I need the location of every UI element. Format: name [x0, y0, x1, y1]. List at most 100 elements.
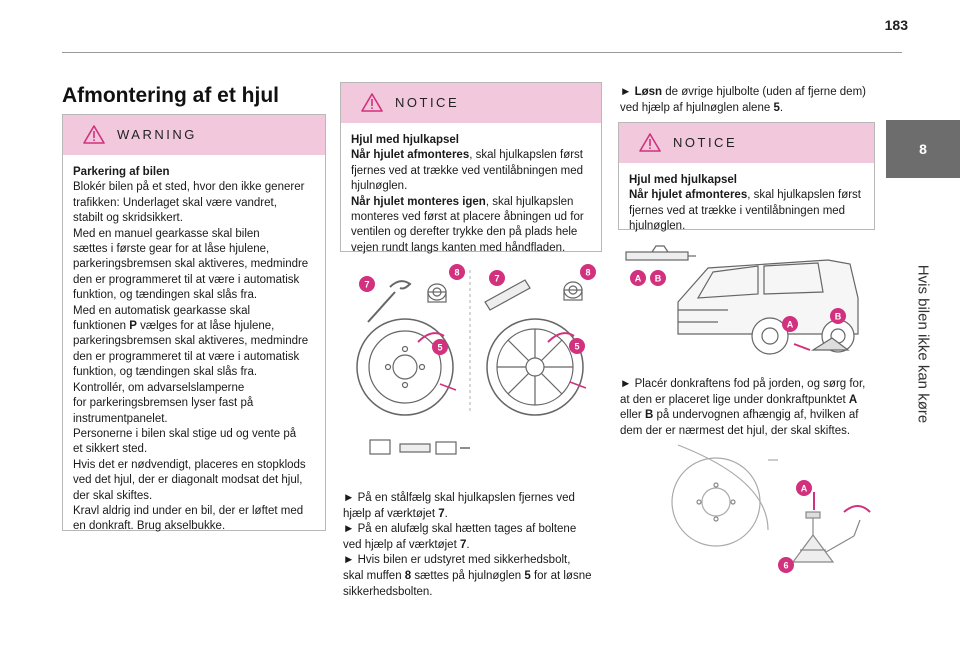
text-segment: for at løsne	[530, 569, 592, 582]
text-segment: skal muffen	[343, 569, 405, 582]
middle-instructions: ► På en stålfælg skal hjulkapslen fjerne…	[343, 491, 605, 600]
text-line: den er programmeret til at være i automa…	[73, 350, 315, 365]
right-mid-instructions: ► Placér donkraftens fod på jorden, og s…	[620, 377, 882, 439]
text-line: et sikkert sted.	[73, 442, 315, 457]
page-number: 183	[884, 17, 908, 33]
text-line: at den er placeret lige under donkraftpu…	[620, 393, 882, 409]
text-line: skal muffen 8 sættes på hjulnøglen 5 for…	[343, 569, 605, 585]
text-segment: , skal hjulkapslen	[485, 195, 574, 208]
text-line: ved det hjul, der er diagonalt modsat de…	[73, 473, 315, 488]
section-heading: Afmontering af et hjul	[62, 84, 279, 107]
text-segment: funktionen	[73, 320, 130, 333]
callout-5a: 5	[437, 343, 442, 353]
text-segment: Løsn	[634, 86, 663, 98]
text-segment: Kontrollér, om advarselslamperne	[73, 381, 245, 394]
text-line: stabilt og skridsikkert.	[73, 211, 315, 226]
top-rule	[62, 52, 902, 53]
text-segment: vælges for at låse hjulene,	[136, 320, 275, 333]
callout-8a: 8	[454, 268, 459, 278]
text-line: hjulnøglen.	[629, 219, 864, 234]
text-line: Kontrollér, om advarselslamperne	[73, 381, 315, 396]
text-segment: A	[848, 393, 858, 406]
text-segment: hjulnøglen.	[629, 220, 686, 233]
text-segment: .	[779, 101, 784, 114]
text-line: hjulnøglen.	[351, 179, 591, 194]
text-segment: Med en automatisk gearkasse skal	[73, 304, 251, 317]
text-segment: 5	[773, 101, 780, 114]
text-line: ved hjælp af hjulnøglen alene 5.	[620, 101, 882, 117]
text-segment: Hjul med hjulkapsel	[351, 134, 459, 146]
text-segment: ved hjælp af hjulnøglen alene	[620, 101, 774, 114]
text-segment: ved det hjul, der er diagonalt modsat de…	[73, 474, 303, 487]
text-segment: parkeringsbremsen skal aktiveres, medmin…	[73, 335, 309, 348]
text-segment: dem der er nærmest det hjul, der skal sk…	[620, 424, 851, 437]
text-segment: 5	[524, 569, 531, 582]
warning-triangle-icon	[83, 125, 105, 144]
text-line: vejen rundt langs kanten med håndfladen.	[351, 241, 591, 256]
text-line: ved hjælp af værktøjet 7.	[343, 538, 605, 554]
text-line: Hvis det er nødvendigt, placeres en stop…	[73, 458, 315, 473]
text-segment: funktion, og tændingen skal slås fra.	[73, 289, 258, 302]
text-line: ► Placér donkraftens fod på jorden, og s…	[620, 377, 882, 393]
text-segment: Kravl aldrig ind under en bil, der er lø…	[73, 504, 304, 517]
right-top-instructions: ► Løsn de øvrige hjulbolte (uden af fjer…	[620, 85, 882, 116]
text-line: fjernes ved at trække i ventilåbningen m…	[629, 204, 864, 219]
text-line: parkeringsbremsen skal aktiveres, medmin…	[73, 257, 315, 272]
text-line: funktion, og tændingen skal slås fra.	[73, 288, 315, 303]
text-line: instrumentpanelet.	[73, 412, 315, 427]
callout-car-b2: B	[835, 312, 842, 322]
text-line: funktion, og tændingen skal slås fra.	[73, 365, 315, 380]
text-line: dem der er nærmest det hjul, der skal sk…	[620, 424, 882, 440]
text-line: Når hjulet afmonteres, skal hjulkapslen …	[629, 188, 864, 203]
text-segment: instrumentpanelet.	[73, 412, 168, 425]
text-segment: Blokér bilen på et sted, hvor den ikke g…	[73, 181, 305, 194]
car-jack-points-illustration: A B A B	[625, 245, 859, 355]
text-segment: Personerne i bilen skal stige ud og vent…	[73, 427, 297, 440]
callout-8b: 8	[585, 268, 590, 278]
text-line: den er programmeret til at være i automa…	[73, 273, 315, 288]
text-line: Hjul med hjulkapsel	[351, 133, 591, 148]
text-line: ► På en stålfælg skal hjulkapslen fjerne…	[343, 491, 605, 507]
text-line: ► På en alufælg skal hætten tages af bol…	[343, 522, 605, 538]
text-line: monteres ved først at placere åbningen u…	[351, 210, 591, 225]
text-line: Med en automatisk gearkasse skal	[73, 304, 315, 319]
text-segment: hjælp af værktøjet	[343, 507, 439, 520]
text-segment: stabilt og skridsikkert.	[73, 212, 183, 225]
text-segment: hjulnøglen.	[351, 180, 408, 193]
callout-car-a2: A	[787, 320, 794, 330]
chapter-title: Hvis bilen ikke kan køre	[914, 264, 932, 423]
text-segment: Hjul med hjulkapsel	[629, 174, 737, 186]
callout-car-a1: A	[635, 274, 642, 284]
text-line: sættes i første gear for at låse hjulene…	[73, 242, 315, 257]
text-segment: en donkraft. Brug akselbukke.	[73, 520, 226, 533]
text-segment: monteres ved først at placere åbningen u…	[351, 211, 584, 224]
text-line: funktionen P vælges for at låse hjulene,	[73, 319, 315, 334]
text-segment: B	[644, 409, 654, 422]
jack-placement-illustration: A 6	[671, 444, 871, 573]
notice-triangle-icon	[361, 93, 383, 112]
text-segment: Når hjulet afmonteres	[351, 149, 470, 162]
text-segment: fjernes ved at trække i ventilåbningen m…	[629, 204, 846, 217]
text-segment: på undervognen afhængig af, hvilken af	[653, 409, 859, 422]
text-segment: .	[466, 538, 470, 551]
text-segment: .	[444, 507, 448, 520]
text-line: Blokér bilen på et sted, hvor den ikke g…	[73, 180, 315, 195]
text-segment: den er programmeret til at være i automa…	[73, 350, 300, 363]
text-segment: P	[129, 320, 137, 333]
text-line: Personerne i bilen skal stige ud og vent…	[73, 427, 315, 442]
text-segment: for parkeringsbremsen lyser fast på	[73, 397, 254, 410]
text-segment: funktion, og tændingen skal slås fra.	[73, 366, 258, 379]
notice2-triangle-icon	[639, 133, 661, 152]
callout-jack-a: A	[801, 484, 808, 494]
text-segment: 7	[459, 538, 467, 551]
notice2-label: NOTICE	[673, 135, 738, 150]
text-segment: Med en manuel gearkasse skal bilen	[73, 227, 260, 240]
text-segment: der skal skiftes.	[73, 489, 153, 502]
callout-5b: 5	[574, 342, 579, 352]
text-line: ► Hvis bilen er udstyret med sikkerhedsb…	[343, 553, 605, 569]
callout-jack-6: 6	[783, 561, 788, 571]
warning-label: WARNING	[117, 127, 197, 142]
